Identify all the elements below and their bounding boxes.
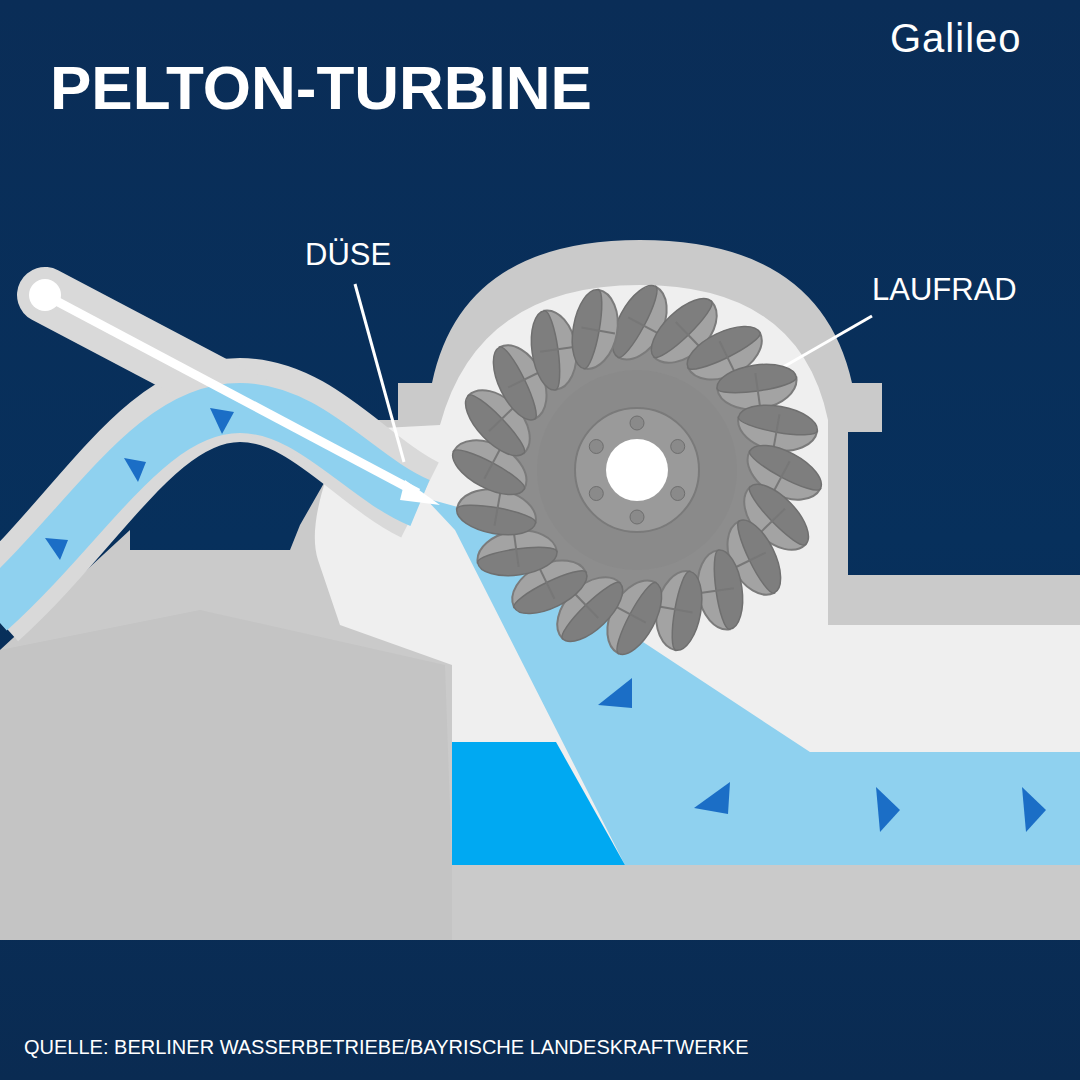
logo-watermark: Galileo — [890, 16, 1022, 61]
water-jet — [425, 498, 1080, 865]
part-label: DÜSE — [305, 237, 391, 273]
bolt-hole — [671, 440, 685, 454]
foundation — [0, 610, 452, 940]
part-label: LAUFRAD — [872, 272, 1017, 308]
bolt-hole — [630, 510, 644, 524]
pipe-water — [0, 408, 420, 612]
leader-line — [778, 316, 872, 370]
tailwater-pool — [452, 742, 625, 865]
source-caption: QUELLE: BERLINER WASSERBETRIEBE/BAYRISCH… — [24, 1036, 749, 1059]
needle-knob — [29, 279, 61, 311]
bucket — [567, 287, 624, 373]
wheel-web — [537, 370, 737, 570]
hub — [575, 408, 699, 532]
title: PELTON-TURBINE — [50, 52, 592, 123]
shaft-bore — [606, 439, 668, 501]
housing — [0, 240, 1080, 940]
bolt-hole — [630, 416, 644, 430]
needle-rod — [45, 295, 418, 493]
needle-tip — [400, 480, 440, 505]
runner-wheel — [445, 278, 829, 662]
bolt-hole — [589, 487, 603, 501]
bolt-hole — [671, 487, 685, 501]
leader-line — [355, 284, 404, 462]
bolt-hole — [589, 440, 603, 454]
